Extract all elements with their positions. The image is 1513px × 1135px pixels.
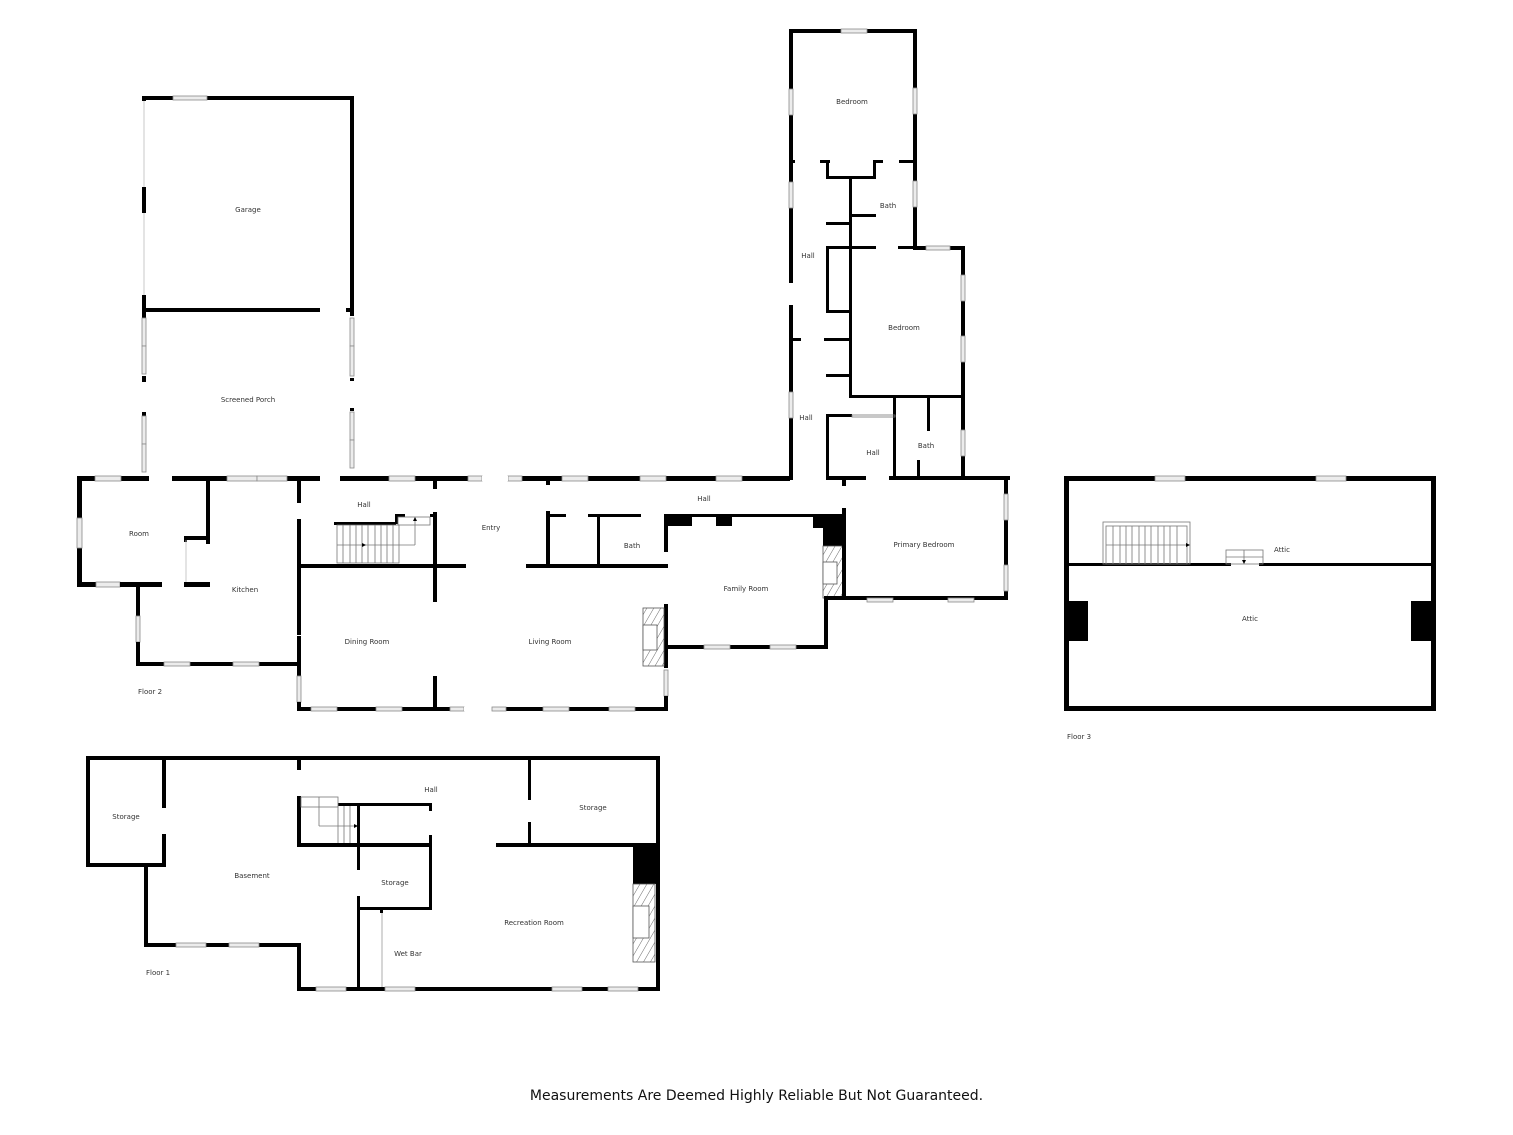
screened-porch-walls [141, 312, 355, 473]
room-label-garage: Garage [235, 206, 261, 214]
floor-label-floor-3: Floor 3 [1067, 733, 1092, 741]
floor-1-plan [86, 756, 660, 992]
room-label-storage-west: Storage [112, 813, 140, 821]
floor-2-plan [76, 28, 1010, 712]
room-label-room: Room [129, 530, 149, 538]
main-exterior-walls [76, 475, 1008, 712]
room-label-hall-basement: Hall [424, 786, 438, 794]
room-label-screened-porch: Screened Porch [220, 396, 276, 404]
floor-label-floor-1: Floor 1 [146, 969, 171, 977]
attic-pull-down-stairs [1102, 521, 1191, 565]
room-label-dining-room: Dining Room [344, 638, 390, 646]
measurement-disclaimer: Measurements Are Deemed Highly Reliable … [529, 1088, 984, 1104]
floor-label-floor-2: Floor 2 [138, 688, 163, 696]
room-label-hall-corridor: Hall [799, 414, 813, 422]
staircase-floor-1 [300, 796, 358, 843]
room-label-wet-bar: Wet Bar [394, 950, 422, 958]
room-label-entry: Entry [481, 524, 501, 532]
room-label-hall-stairs: Hall [357, 501, 371, 509]
room-label-hall-primary: Hall [866, 449, 880, 457]
room-label-bath-north: Bath [879, 202, 897, 210]
floor-3-plan [1064, 475, 1436, 711]
room-label-storage-east: Storage [579, 804, 607, 812]
room-label-bath-primary: Bath [917, 442, 935, 450]
room-label-family-room: Family Room [723, 585, 769, 593]
east-wing-walls [788, 28, 1010, 600]
room-label-bedroom-east: Bedroom [888, 324, 920, 332]
room-label-hall-main: Hall [697, 495, 711, 503]
room-label-hall-north: Hall [801, 252, 815, 260]
room-label-recreation-room: Recreation Room [504, 919, 564, 927]
room-label-basement: Basement [234, 872, 270, 880]
staircase-floor-2 [336, 516, 431, 564]
room-label-bath-main: Bath [623, 542, 641, 550]
room-label-living-room: Living Room [528, 638, 572, 646]
attic-hatch [1225, 549, 1264, 565]
room-label-attic-upper: Attic [1274, 546, 1290, 554]
room-label-attic-main: Attic [1242, 615, 1258, 623]
room-label-storage-middle: Storage [381, 879, 409, 887]
garage-walls [142, 95, 354, 312]
room-label-primary-bedroom: Primary Bedroom [893, 541, 955, 549]
room-label-bedroom-north: Bedroom [836, 98, 868, 106]
room-label-kitchen: Kitchen [231, 586, 259, 594]
